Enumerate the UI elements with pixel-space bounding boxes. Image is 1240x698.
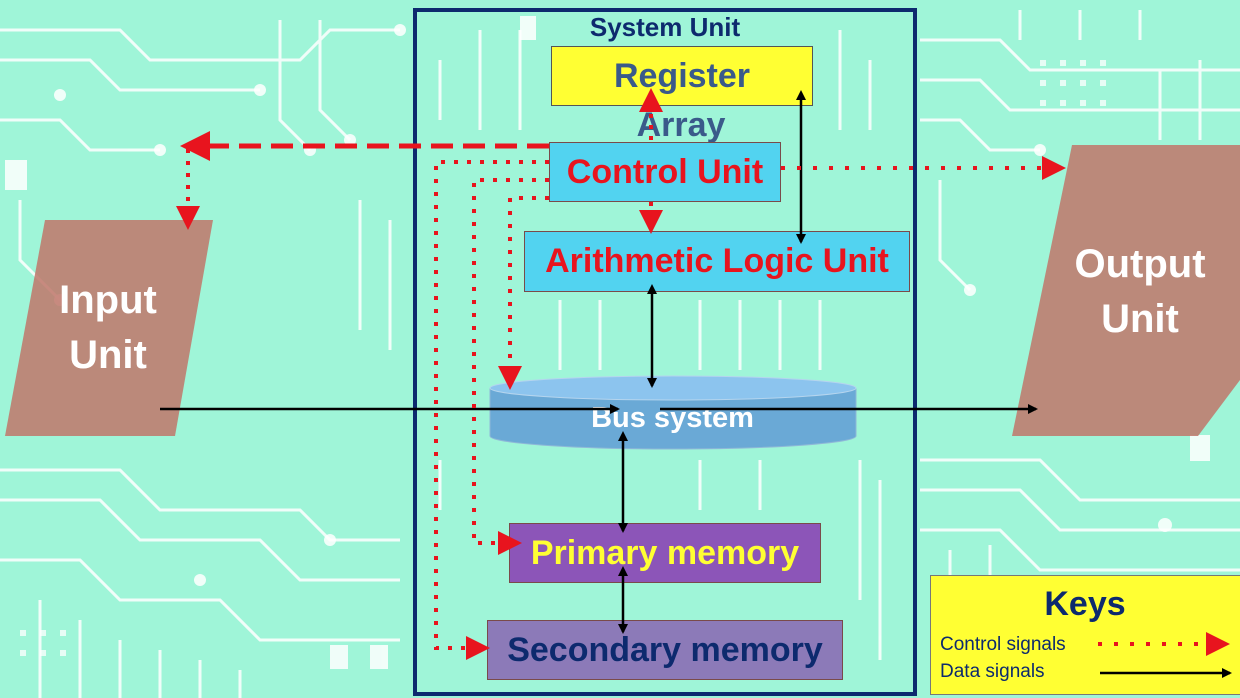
register-label: Register xyxy=(613,56,751,95)
control-signal-to-bus xyxy=(498,196,549,390)
output-unit-line1: Output xyxy=(1074,242,1206,286)
alu-label: Arithmetic Logic Unit xyxy=(545,242,889,280)
secondary-memory-box: Secondary memory xyxy=(487,620,843,680)
input-unit-shape xyxy=(5,220,213,436)
output-unit-label: Output Unit xyxy=(1050,237,1230,347)
input-unit-label: Input Unit xyxy=(38,273,178,383)
input-unit-line2: Unit xyxy=(69,333,147,377)
control-signal-to-primary xyxy=(472,178,549,555)
system-unit-title: System Unit xyxy=(589,12,741,42)
system-unit-frame xyxy=(413,8,917,696)
key-data-label: Data signals xyxy=(940,661,1045,682)
primary-memory-label: Primary memory xyxy=(530,533,800,572)
primary-memory-box: Primary memory xyxy=(509,523,821,583)
register-box: Register xyxy=(551,46,813,106)
secondary-memory-label: Secondary memory xyxy=(507,630,823,669)
alu-box: Arithmetic Logic Unit xyxy=(524,231,910,292)
bus-system-cylinder xyxy=(489,375,857,450)
key-control-label: Control signals xyxy=(940,634,1066,655)
control-signal-to-secondary xyxy=(434,160,549,660)
control-unit-box: Control Unit xyxy=(549,142,781,202)
control-unit-label: Control Unit xyxy=(566,152,764,191)
keys-legend xyxy=(930,575,1240,695)
output-unit-shape xyxy=(1012,145,1240,436)
input-unit-line1: Input xyxy=(59,278,157,322)
output-unit-line2: Unit xyxy=(1101,297,1179,341)
keys-title: Keys xyxy=(1044,585,1126,623)
